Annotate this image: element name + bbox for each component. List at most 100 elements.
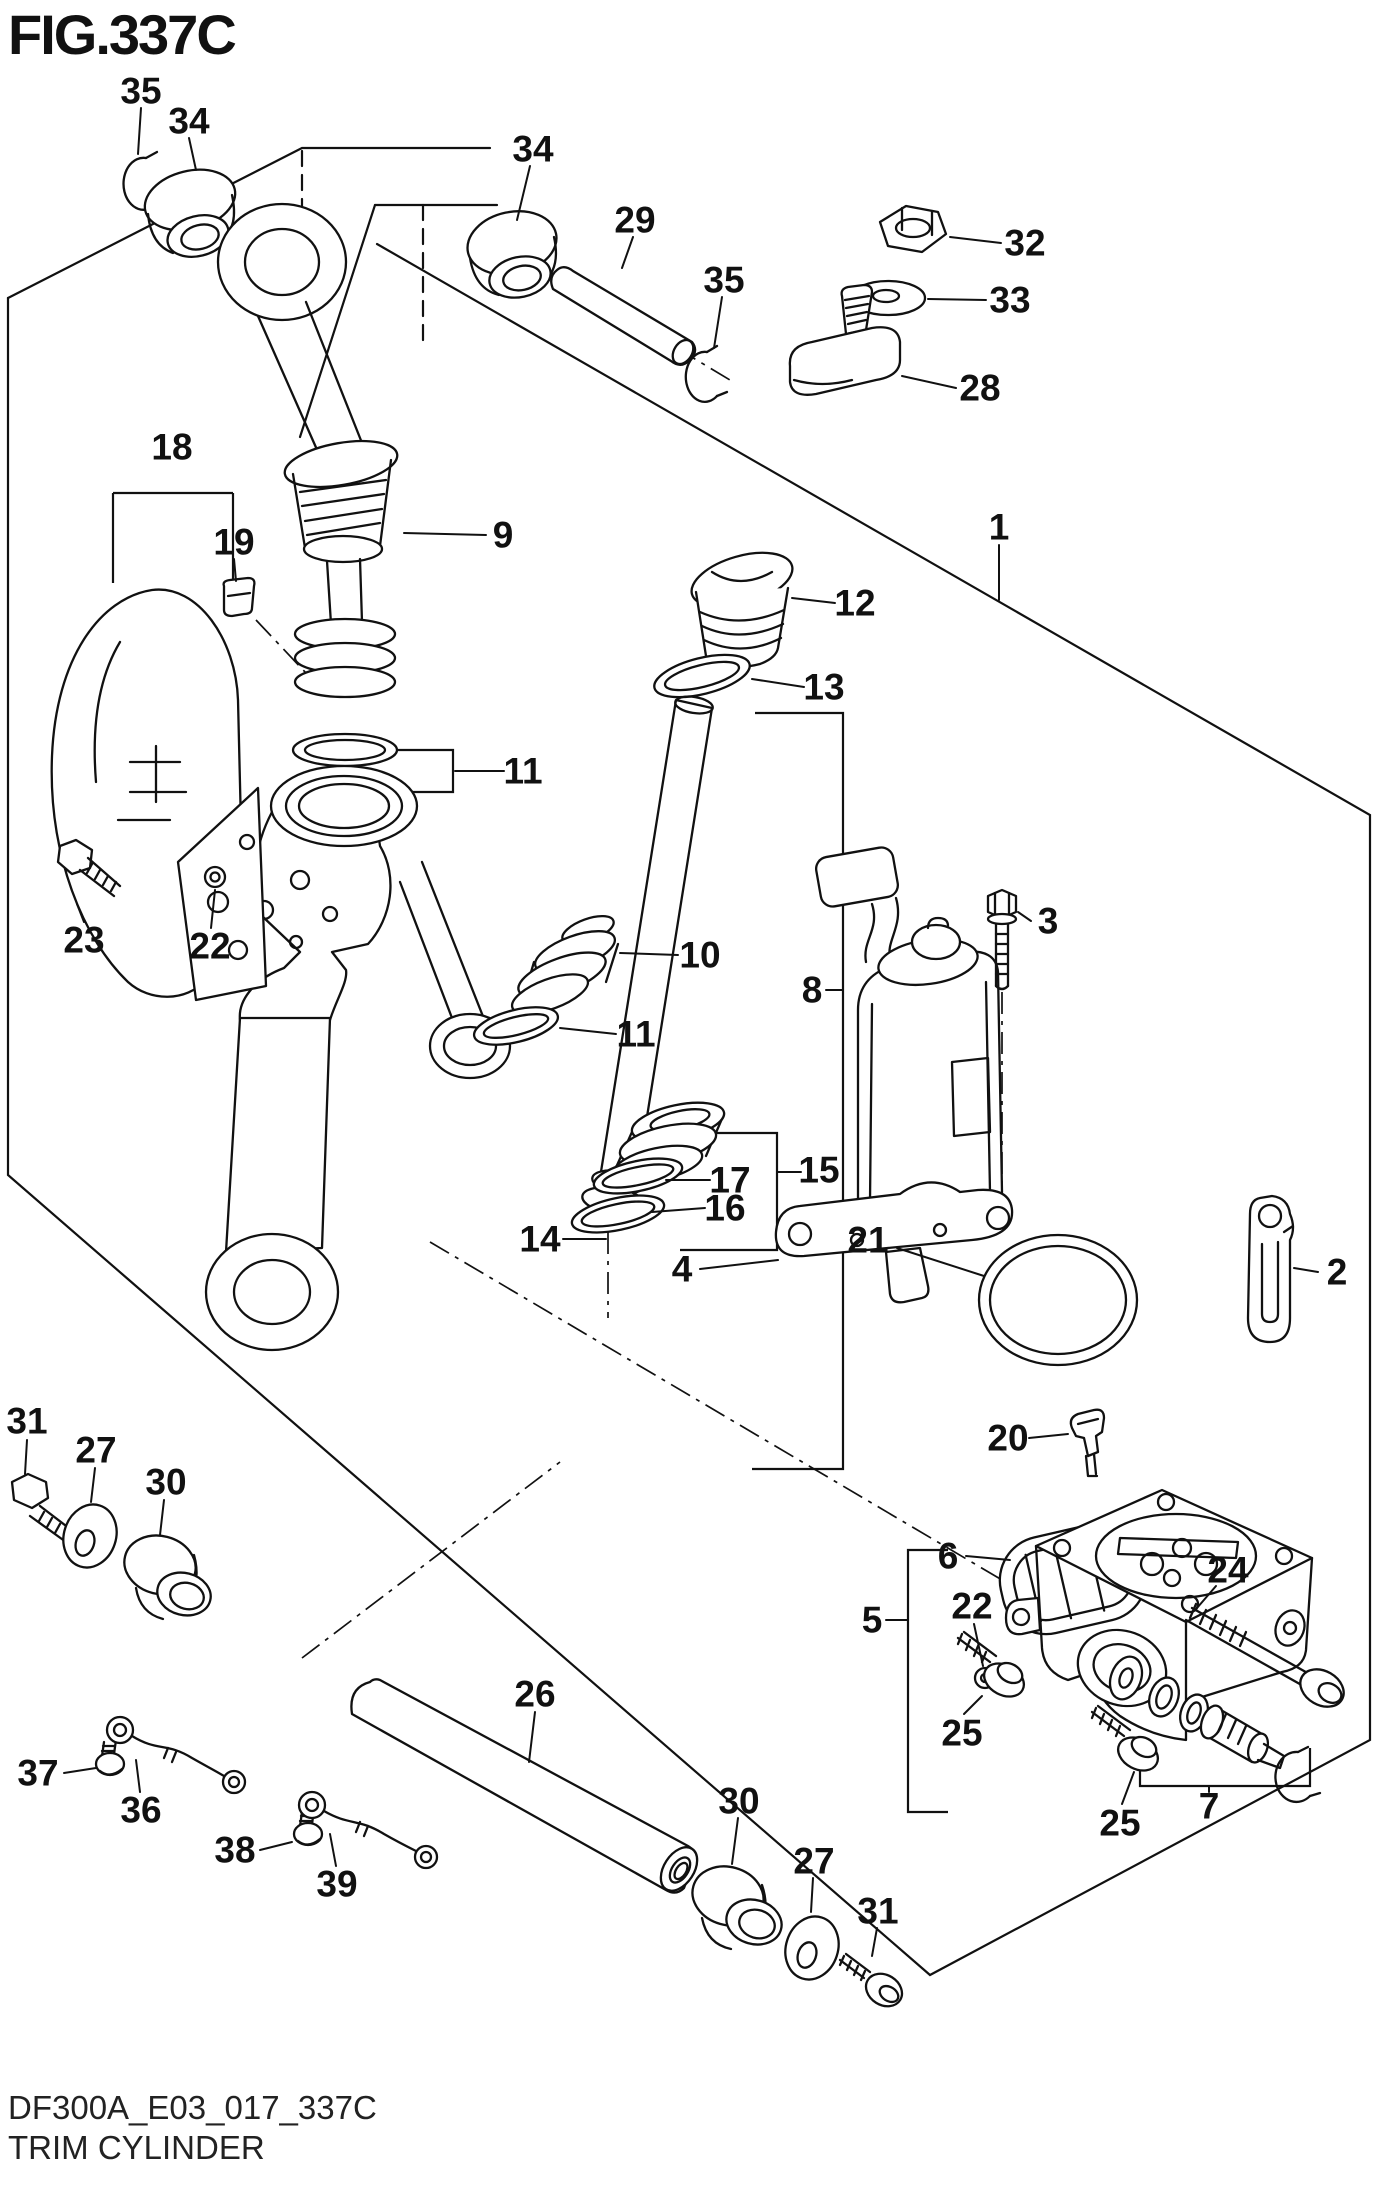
leader-line-33-6 — [927, 298, 987, 301]
leader-line-24-32 — [1196, 1585, 1217, 1609]
callout-label-32-5: 32 — [1004, 223, 1045, 264]
callout-label-5-30: 5 — [862, 1600, 883, 1641]
callout-label-22-31: 22 — [951, 1586, 992, 1627]
callout-label-12-12: 12 — [834, 583, 875, 624]
leader-line-34-2 — [516, 165, 531, 221]
bushing-30-left — [123, 1534, 212, 1621]
pump-body-5 — [1004, 1488, 1314, 1742]
callout-label-31-36: 31 — [6, 1401, 47, 1442]
callout-label-11-14: 11 — [503, 751, 542, 792]
leader-line-38-41 — [259, 1841, 293, 1851]
callout-label-3-20: 3 — [1038, 901, 1059, 942]
leader-line-13-13 — [751, 678, 805, 688]
leader-line-27-37 — [90, 1467, 96, 1503]
leader-line-31-46 — [871, 1927, 878, 1957]
bolt-3 — [986, 888, 1018, 991]
leader-line-29-3 — [621, 236, 634, 269]
frame-border — [6, 146, 1372, 1977]
callout-label-34-2: 34 — [512, 129, 554, 170]
drawing-caption: TRIM CYLINDER — [8, 2129, 265, 2167]
leader-line-20-28 — [1028, 1433, 1069, 1439]
bracket-11 — [397, 748, 455, 794]
o-ring-11-lower — [472, 1006, 560, 1046]
leader-line-11-18 — [559, 1027, 617, 1035]
callout-label-9-11: 9 — [493, 515, 514, 556]
callout-label-4-25: 4 — [672, 1249, 693, 1290]
o-ring-21 — [977, 1233, 1139, 1367]
leader-line-35-0 — [137, 107, 142, 155]
callout-label-28-7: 28 — [959, 368, 1000, 409]
valve-28 — [788, 283, 902, 396]
bolt-25-left — [956, 1630, 1025, 1698]
callout-label-14-24: 14 — [519, 1219, 561, 1260]
bracket-18 — [111, 491, 235, 583]
callout-label-24-32: 24 — [1207, 1550, 1249, 1591]
cable-36 — [105, 1715, 247, 1795]
leader-line-16-22 — [651, 1207, 706, 1213]
o-ring-22-upper — [203, 865, 227, 889]
callout-label-33-6: 33 — [989, 280, 1030, 321]
callout-label-36-40: 36 — [120, 1790, 161, 1831]
o-ring-16 — [570, 1194, 666, 1234]
callout-label-8-19: 8 — [802, 970, 823, 1011]
callout-label-22-16: 22 — [189, 926, 230, 967]
callout-label-18-9: 18 — [151, 427, 192, 468]
screw-38 — [292, 1808, 324, 1847]
leader-line-32-5 — [949, 236, 1002, 244]
callout-label-1-8: 1 — [989, 507, 1010, 548]
callout-label-7-35: 7 — [1199, 1786, 1220, 1827]
callout-brackets — [111, 491, 1312, 1814]
callout-label-20-28: 20 — [987, 1418, 1028, 1459]
bolt-25-right — [1090, 1704, 1159, 1772]
washer-27-bottom — [784, 1915, 840, 1981]
bracket-8 — [752, 711, 845, 1471]
callout-label-25-34: 25 — [1099, 1803, 1140, 1844]
screw-37 — [94, 1738, 126, 1777]
leader-line-22-16 — [210, 889, 216, 929]
callout-label-38-41: 38 — [214, 1830, 255, 1871]
bracket-7 — [1138, 1748, 1312, 1788]
leader-line-25-34 — [1121, 1771, 1135, 1805]
bracket-15 — [680, 1131, 779, 1252]
leader-line-6-29 — [965, 1555, 1011, 1561]
callout-label-26-43: 26 — [514, 1674, 555, 1715]
leader-line-9-11 — [403, 532, 487, 536]
leader-line-30-44 — [731, 1817, 739, 1865]
leader-line-31-36 — [24, 1439, 28, 1475]
cable-39 — [297, 1790, 439, 1870]
bolt-31-bottom — [838, 1952, 904, 2008]
leader-line-36-40 — [135, 1759, 141, 1793]
callout-label-25-33: 25 — [941, 1713, 982, 1754]
leader-line-4-25 — [699, 1259, 779, 1270]
trim-motor-4 — [774, 916, 1014, 1304]
leader-line-30-38 — [159, 1499, 165, 1536]
pivot-tube-26 — [350, 1678, 699, 1894]
bracket-5 — [906, 1548, 948, 1814]
callout-label-10-17: 10 — [679, 935, 720, 976]
callout-label-31-46: 31 — [857, 1891, 898, 1932]
callout-label-34-1: 34 — [168, 101, 210, 142]
callout-label-13-13: 13 — [803, 667, 844, 708]
o-ring-13 — [653, 653, 751, 699]
leader-line-21-26 — [896, 1247, 985, 1277]
strap-2 — [1246, 1194, 1295, 1344]
leader-lines — [24, 107, 1319, 1957]
callout-label-35-4: 35 — [703, 260, 744, 301]
leader-line-23-15 — [76, 903, 85, 923]
leader-line-27-45 — [810, 1877, 814, 1913]
free-piston-10 — [510, 914, 620, 1015]
leader-line-10-17 — [619, 952, 679, 956]
bushing-30-bottom — [691, 1865, 783, 1951]
callout-label-23-15: 23 — [63, 920, 104, 961]
leader-line-3-20 — [1017, 911, 1032, 922]
leader-line-28-7 — [901, 375, 957, 389]
leader-line-35-4 — [713, 296, 723, 349]
leader-line-22-31 — [973, 1623, 984, 1667]
callout-label-17-21: 17 — [709, 1160, 750, 1201]
callout-label-16-22: 16 — [704, 1188, 745, 1229]
leader-line-12-12 — [791, 597, 836, 604]
leader-line-2-27 — [1293, 1267, 1319, 1273]
